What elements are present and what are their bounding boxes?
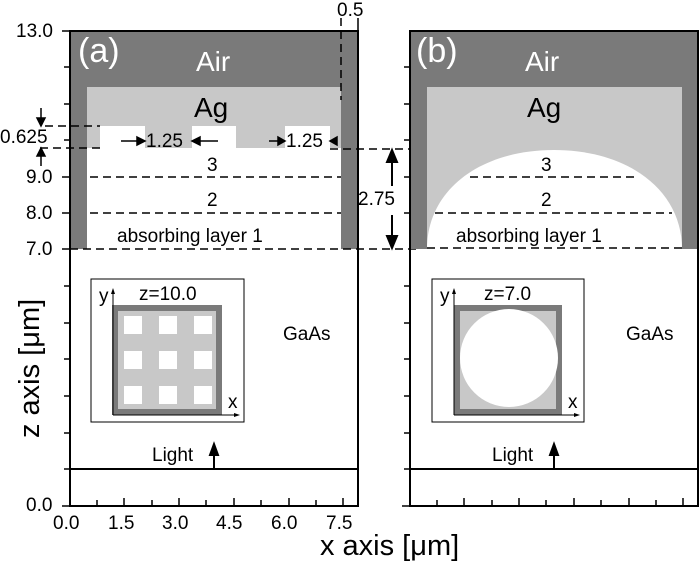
height-arrows — [385, 147, 399, 251]
grating-hole — [100, 126, 145, 149]
x-axis-title: x axis [μm] — [320, 530, 460, 562]
inset-title-a: z=10.0 — [139, 284, 197, 305]
inset-a — [90, 278, 245, 423]
x-tick-3: 3.0 — [162, 513, 189, 534]
y-tick-13: 13.0 — [16, 21, 53, 42]
air-label-a: Air — [196, 46, 231, 77]
dome-height-label: 2.75 — [358, 189, 395, 210]
plot-frame — [69, 30, 359, 507]
x-ticks — [436, 498, 684, 506]
y-ticks — [62, 30, 70, 507]
light-label-b: Light — [492, 445, 534, 466]
light-arrow-b — [548, 441, 560, 469]
hole-width-label: 1.25 — [146, 131, 183, 152]
plot-frame — [409, 30, 699, 507]
x-tick-6: 6.0 — [271, 513, 298, 534]
x-ticks — [96, 498, 344, 506]
light-arrow-a — [208, 441, 220, 469]
layer-2-label-b: 2 — [541, 190, 552, 211]
x-tick-1-5: 1.5 — [108, 513, 135, 534]
inset-y-label-b: y — [440, 286, 450, 307]
panel-a — [35, 18, 640, 507]
layer-2-label-a: 2 — [207, 190, 218, 211]
hole-depth-label: 0.625 — [0, 127, 48, 148]
panel-label-b: (b) — [416, 32, 458, 70]
ag-label-b: Ag — [527, 92, 562, 123]
dome-hole — [427, 150, 682, 249]
layer-1-label-a: absorbing layer 1 — [117, 226, 263, 247]
ag-label-a: Ag — [194, 92, 229, 123]
y-tick-8: 8.0 — [26, 203, 53, 224]
panel-b — [402, 30, 699, 507]
layer-3-label-a: 3 — [207, 155, 218, 176]
layer-lines — [40, 18, 640, 250]
layer-3-label-b: 3 — [541, 155, 552, 176]
layer-lines — [427, 176, 682, 249]
inset-x-label-a: x — [228, 392, 238, 413]
inset-b — [431, 278, 585, 423]
absorber-region — [87, 148, 341, 249]
y-tick-9: 9.0 — [26, 167, 53, 188]
gaas-label-b: GaAs — [626, 324, 674, 345]
layer-1-label-b: absorbing layer 1 — [456, 226, 602, 247]
z-axis-title: z axis [μm] — [14, 298, 46, 438]
x-tick-4-5: 4.5 — [216, 513, 243, 534]
grating-hole — [192, 126, 236, 149]
grating-hole — [285, 126, 330, 149]
y-tick-7: 7.0 — [26, 239, 53, 260]
depth-arrows — [35, 108, 47, 166]
panel-label-a: (a) — [78, 32, 120, 70]
y-tick-0: 0.0 — [26, 495, 53, 516]
inset-y-label-a: y — [99, 286, 109, 307]
light-label-a: Light — [152, 445, 194, 466]
x-tick-7-5: 7.5 — [326, 513, 353, 534]
inset-x-label-b: x — [568, 392, 578, 413]
inset-title-b: z=7.0 — [484, 284, 532, 305]
air-label-b: Air — [525, 46, 560, 77]
gap-width-label: 1.25 — [286, 131, 323, 152]
x-tick-0: 0.0 — [53, 513, 80, 534]
gaas-label-a: GaAs — [283, 324, 331, 345]
y-ticks — [402, 66, 410, 507]
side-wall-label: 0.5 — [337, 0, 364, 21]
width-arrows — [121, 135, 338, 147]
